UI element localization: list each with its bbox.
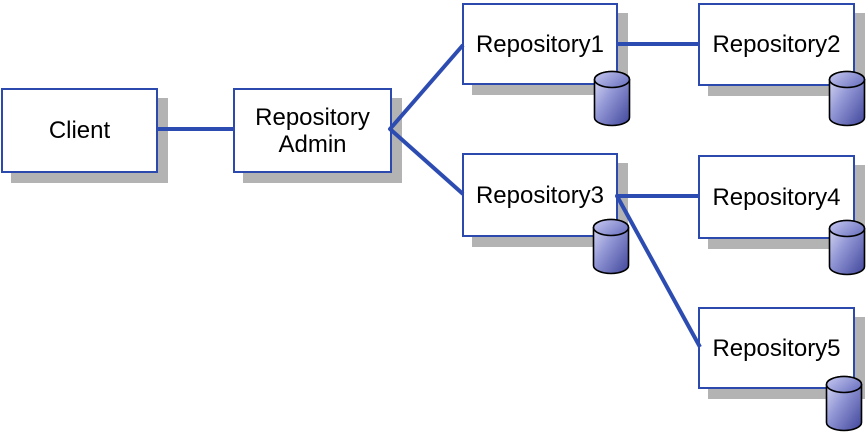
edge-repository3-to-repository4-and-repository5 [615, 194, 702, 348]
node-repository5: Repository5 [698, 307, 855, 389]
node-repository3-label: Repository3 [475, 181, 605, 209]
node-repository1-label: Repository1 [475, 30, 605, 58]
node-repository2: Repository2 [698, 3, 855, 86]
node-repository-admin: Repository Admin [233, 88, 392, 173]
node-repository3: Repository3 [462, 153, 618, 237]
node-repository4-label: Repository4 [712, 183, 841, 211]
node-repository5-label: Repository5 [712, 334, 841, 362]
edge-repository-admin-to-repository1-and-repository3 [388, 43, 465, 196]
node-client-label: Client [48, 117, 111, 144]
node-repository4: Repository4 [698, 155, 855, 239]
node-repository2-label: Repository2 [712, 31, 841, 58]
node-client: Client [1, 88, 158, 173]
node-repository1: Repository1 [462, 3, 618, 85]
node-repository-admin-label: Repository Admin [255, 103, 370, 158]
